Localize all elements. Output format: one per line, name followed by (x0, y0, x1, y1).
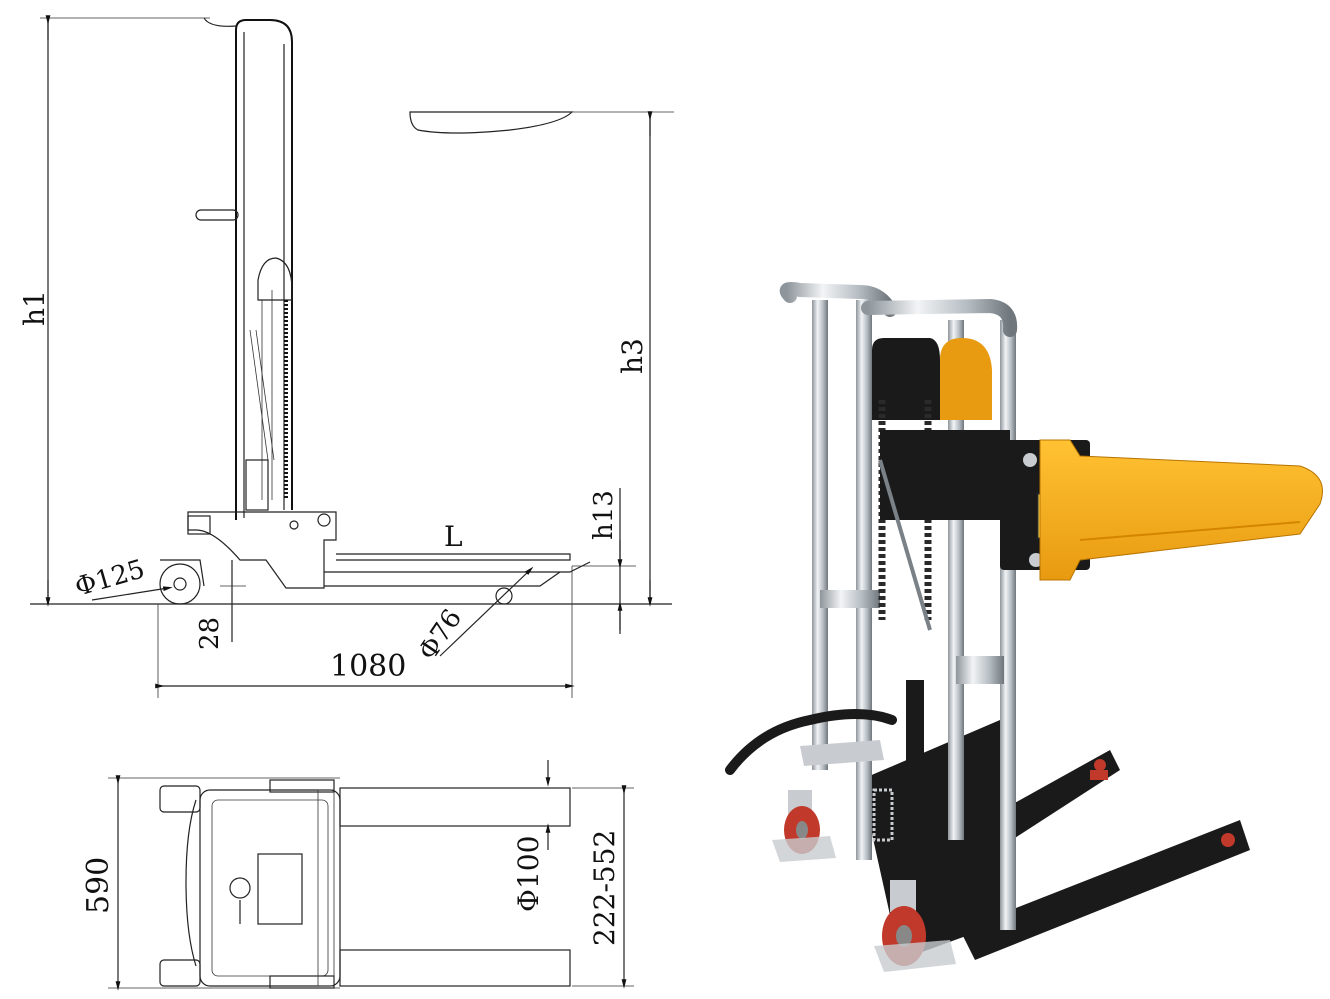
caster-rear (772, 790, 836, 862)
rear-wheel-leader (91, 586, 173, 601)
mast-crossbar (820, 590, 880, 608)
product-photo (725, 281, 1323, 972)
yellow-platform (1039, 439, 1323, 581)
handle-bar (195, 209, 239, 221)
pulley-housing (872, 338, 940, 420)
width-label: 590 (81, 857, 116, 914)
hydraulic-rod (878, 459, 932, 631)
rear-caster-wheel (159, 563, 201, 605)
front-wheel-diameter-label: Φ76 (413, 604, 468, 666)
carriage (880, 430, 1010, 520)
h1-label: h1 (18, 290, 51, 326)
top-caster-lower (159, 959, 201, 987)
h13-label: h13 (589, 490, 619, 540)
fork-length-label: L (444, 520, 463, 553)
front-roller (495, 587, 513, 605)
h3-label: h3 (616, 338, 649, 374)
roller-diameter-label: Φ100 (512, 836, 545, 912)
front-wheel-leader (439, 566, 534, 657)
fork-lower (324, 571, 561, 587)
pulley-head (257, 257, 293, 301)
side-view-drawing (30, 15, 674, 698)
chassis-outline (199, 789, 341, 987)
push-handle (779, 281, 897, 317)
ground-clearance-label: 28 (195, 617, 225, 650)
mast-left-rear (812, 300, 828, 770)
pulley-housing-yellow (940, 338, 992, 420)
mast-left-front (856, 300, 872, 860)
top-view-drawing (108, 760, 634, 991)
top-fork-upper (339, 787, 571, 827)
length-label: 1080 (330, 649, 406, 684)
pump-spring (872, 788, 894, 842)
top-caster-upper (159, 785, 201, 813)
top-fork-lower (339, 949, 571, 987)
pump-handle (725, 709, 897, 775)
rear-wheel-diameter-label: Φ125 (72, 554, 148, 602)
front-base-leg (960, 820, 1250, 960)
raised-platform (409, 111, 574, 134)
base-body (187, 511, 337, 589)
fork-upper (336, 553, 571, 561)
caster-front (874, 880, 956, 972)
mast-handle (235, 19, 293, 520)
foot-pedal (800, 740, 884, 766)
fork-spread-label: 222-552 (588, 830, 621, 946)
mast-right-front (1000, 320, 1016, 930)
front-roller-red (1090, 770, 1108, 780)
